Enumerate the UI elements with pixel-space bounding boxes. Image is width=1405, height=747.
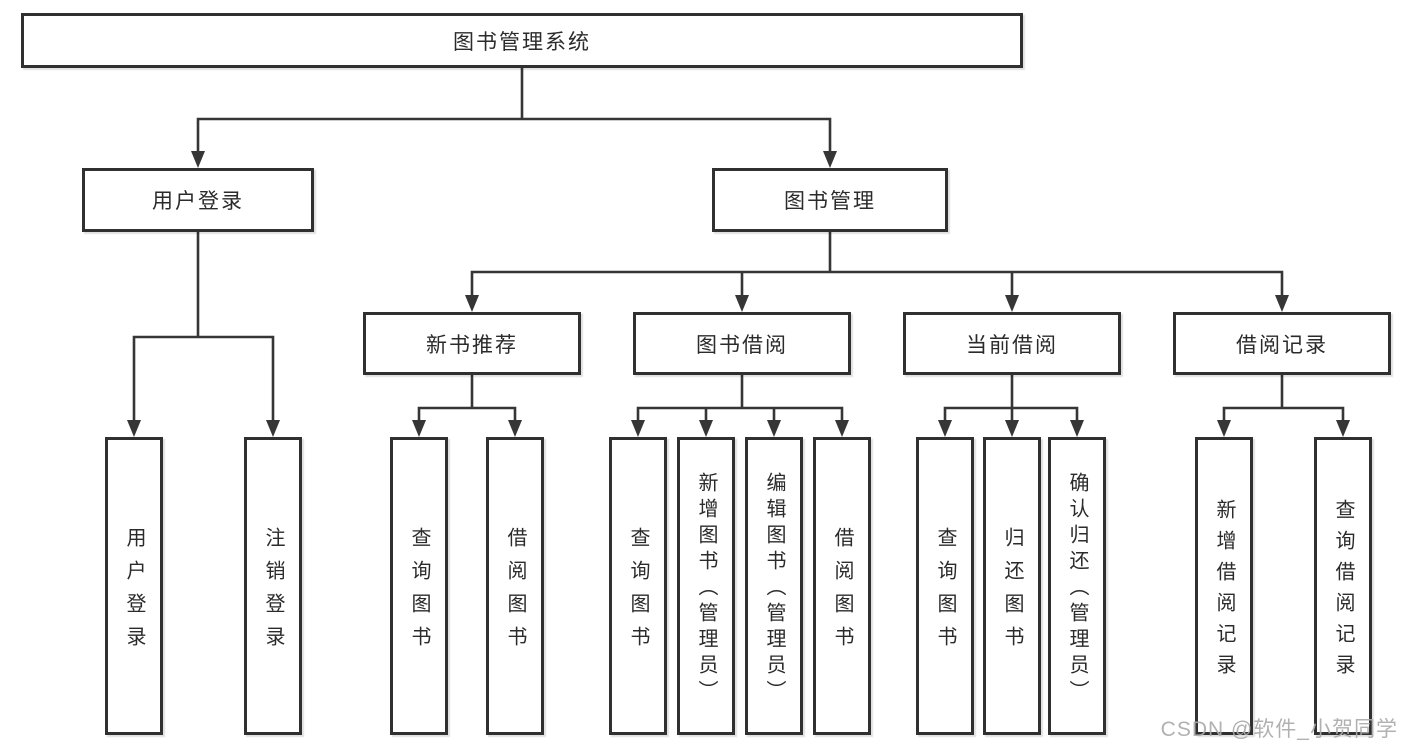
leaf-label: 编辑图书（管理员） [763,472,785,706]
arrow-down-icon [735,295,749,312]
watermark: CSDN @软件_小贺同学 [1160,718,1398,741]
book-mgmt-branch-line [470,230,1284,299]
leaf-label: 查询图书 [408,526,430,659]
leaf-query-book: 查询图书 [609,437,667,735]
leaf-label: 查询借阅记录 [1332,498,1354,685]
arrow-down-icon [938,420,952,437]
arrow-down-icon [1336,420,1350,437]
arrow-down-icon [1275,295,1289,312]
leaf-label: 归还图书 [1001,526,1023,659]
arrow-down-icon [1005,295,1019,312]
arrow-down-icon [823,151,837,168]
arrow-down-icon [465,295,479,312]
arrow-down-icon [191,151,205,168]
node-book-borrow: 图书借阅 [633,312,851,375]
arrow-down-icon [1217,420,1231,437]
leaf-label: 新增图书（管理员） [695,472,717,706]
leaf-query-book: 查询图书 [916,437,974,735]
leaf-edit-book-admin: 编辑图书（管理员） [745,437,803,735]
arrow-down-icon [699,420,713,437]
arrow-down-icon [266,420,280,437]
arrow-down-icon [412,420,426,437]
arrow-down-icon [508,420,522,437]
node-current-borrow: 当前借阅 [903,312,1121,375]
arrow-down-icon [631,420,645,437]
root-branch-line [196,66,832,155]
leaf-confirm-return-admin: 确认归还（管理员） [1048,437,1106,735]
arrow-down-icon [767,420,781,437]
node-borrow-record: 借阅记录 [1173,312,1391,375]
leaf-add-borrow-record: 新增借阅记录 [1195,437,1253,735]
leaf-label: 确认归还（管理员） [1066,472,1088,706]
node-root: 图书管理系统 [21,13,1023,68]
node-book-management: 图书管理 [712,168,948,232]
leaf-logout: 注销登录 [244,437,302,735]
leaf-query-book: 查询图书 [390,437,448,735]
arrow-down-icon [1070,420,1084,437]
leaf-user-login: 用户登录 [105,437,163,735]
node-new-book-recommend: 新书推荐 [363,312,581,375]
leaf-borrow-book: 借阅图书 [813,437,871,735]
section-branch-lines [417,373,1345,424]
leaf-label: 查询图书 [934,526,956,659]
user-login-branch-line [132,230,275,424]
arrow-down-icon [835,420,849,437]
node-user-login: 用户登录 [82,168,314,232]
leaf-label: 注销登录 [262,526,284,659]
leaf-label: 新增借阅记录 [1213,498,1235,685]
leaf-borrow-book: 借阅图书 [486,437,544,735]
leaf-return-book: 归还图书 [983,437,1041,735]
leaf-label: 查询图书 [627,526,649,659]
arrow-down-icon [127,420,141,437]
arrow-down-icon [1005,420,1019,437]
leaf-label: 借阅图书 [504,526,526,659]
leaf-add-book-admin: 新增图书（管理员） [677,437,735,735]
leaf-label: 用户登录 [123,526,145,659]
leaf-label: 借阅图书 [831,526,853,659]
leaf-query-borrow-record: 查询借阅记录 [1314,437,1372,735]
